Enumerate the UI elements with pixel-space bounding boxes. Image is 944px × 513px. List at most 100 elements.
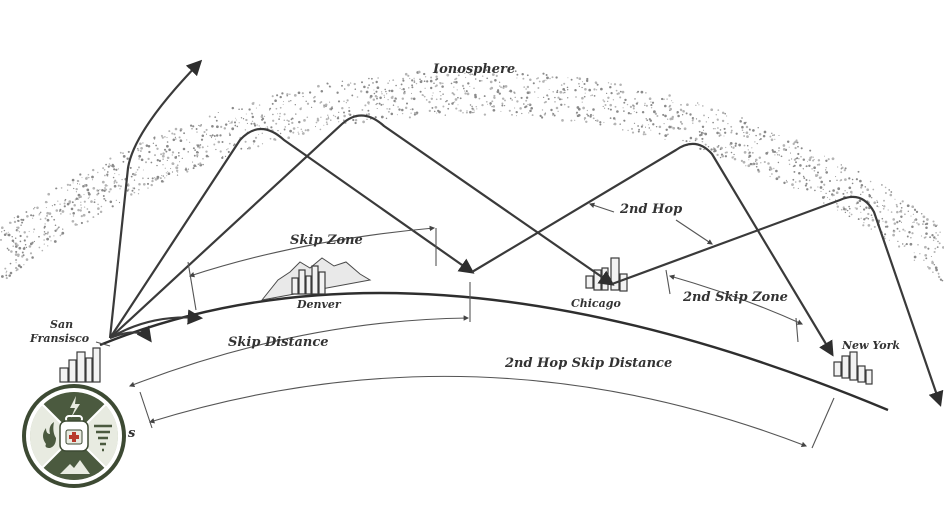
ionosphere-speck xyxy=(375,80,378,84)
ionosphere-speck xyxy=(701,125,705,128)
ionosphere-speck xyxy=(205,150,208,153)
ionosphere-speck xyxy=(733,156,735,158)
ionosphere-speck xyxy=(83,194,85,196)
ionosphere-speck xyxy=(374,116,377,119)
ionosphere-speck xyxy=(351,94,354,97)
ionosphere-speck xyxy=(471,73,473,75)
ionosphere-speck xyxy=(925,257,928,260)
ionosphere-speck xyxy=(139,142,142,146)
ionosphere-speck xyxy=(413,79,416,81)
new-york-label: New York xyxy=(841,339,900,352)
ionosphere-speck xyxy=(544,100,547,103)
ionosphere-speck xyxy=(530,107,533,110)
ionosphere-speck xyxy=(520,96,523,99)
ionosphere-speck xyxy=(596,83,599,86)
ionosphere-speck xyxy=(609,117,612,119)
ionosphere-speck xyxy=(783,181,786,185)
ionosphere-speck xyxy=(270,126,273,129)
ionosphere-speck xyxy=(390,89,394,93)
ionosphere-speck xyxy=(759,137,762,140)
ionosphere-speck xyxy=(529,78,532,82)
ionosphere-speck xyxy=(798,172,801,175)
ionosphere-speck xyxy=(586,109,589,112)
ionosphere-speck xyxy=(537,87,540,89)
ionosphere-speck xyxy=(613,123,615,125)
ionosphere-speck xyxy=(645,104,648,107)
ionosphere-speck xyxy=(651,101,655,104)
ionosphere-speck xyxy=(313,96,315,99)
ionosphere-speck xyxy=(102,167,105,170)
ionosphere-speck xyxy=(873,225,876,228)
ionosphere-speck xyxy=(457,104,459,106)
ionosphere-speck xyxy=(822,188,824,190)
ionosphere-speck xyxy=(57,200,59,202)
ionosphere-speck xyxy=(126,157,129,160)
ionosphere-speck xyxy=(590,95,592,97)
ionosphere-speck xyxy=(442,93,444,95)
ionosphere-speck xyxy=(493,96,496,100)
ionosphere-speck xyxy=(156,175,160,179)
ionosphere-speck xyxy=(175,166,179,170)
ionosphere-speck xyxy=(246,122,248,124)
ionosphere-speck xyxy=(93,201,96,204)
ionosphere-speck xyxy=(633,122,636,124)
ionosphere-speck xyxy=(54,224,57,227)
ionosphere-speck xyxy=(51,205,53,207)
ionosphere-speck xyxy=(211,124,214,128)
ionosphere-speck xyxy=(53,218,56,221)
ionosphere-speck xyxy=(85,177,88,180)
ionosphere-speck xyxy=(931,234,934,237)
ionosphere-speck xyxy=(244,140,247,143)
ionosphere-speck xyxy=(97,171,99,174)
ionosphere-speck xyxy=(59,203,61,205)
ionosphere-speck xyxy=(146,182,150,185)
ionosphere-speck xyxy=(897,240,899,243)
ionosphere-speck xyxy=(181,157,183,160)
ionosphere-speck xyxy=(741,126,743,128)
ionosphere-speck xyxy=(323,124,325,126)
ionosphere-speck xyxy=(57,227,59,230)
ionosphere-speck xyxy=(287,136,291,140)
ionosphere-speck xyxy=(792,142,795,146)
ionosphere-speck xyxy=(165,172,168,174)
ionosphere-speck xyxy=(725,146,727,149)
ionosphere-speck xyxy=(167,171,169,173)
ionosphere-speck xyxy=(844,189,846,192)
ionosphere-speck xyxy=(531,114,534,117)
ionosphere-speck xyxy=(516,100,519,103)
ionosphere-speck xyxy=(465,76,467,79)
ionosphere-speck xyxy=(623,101,626,104)
ionosphere-speck xyxy=(430,76,433,79)
ionosphere-speck xyxy=(925,232,928,235)
ionosphere-speck xyxy=(51,215,53,218)
ionosphere-speck xyxy=(644,102,646,104)
ionosphere-speck xyxy=(215,119,218,122)
ionosphere-speck xyxy=(521,72,524,76)
ionosphere-speck xyxy=(840,168,843,170)
ionosphere-speck xyxy=(464,90,466,92)
ionosphere-speck xyxy=(66,189,69,191)
ionosphere-speck xyxy=(627,112,631,115)
ionosphere-speck xyxy=(442,105,445,108)
ionosphere-speck xyxy=(843,169,846,172)
ionosphere-speck xyxy=(117,184,120,187)
ionosphere-speck xyxy=(179,161,181,163)
ionosphere-speck xyxy=(710,148,713,151)
ionosphere-speck xyxy=(467,82,470,85)
ionosphere-speck xyxy=(448,103,450,105)
ionosphere-speck xyxy=(59,210,61,212)
ionosphere-speck xyxy=(936,246,939,248)
ionosphere-speck xyxy=(97,213,100,215)
ionosphere-speck xyxy=(644,133,647,136)
ionosphere-speck xyxy=(716,153,719,157)
ionosphere-speck xyxy=(635,111,638,114)
ionosphere-speck xyxy=(412,97,416,101)
ionosphere-speck xyxy=(490,86,494,90)
ionosphere-speck xyxy=(898,220,901,223)
ionosphere-speck xyxy=(411,86,414,89)
ionosphere-speck xyxy=(934,266,938,270)
ionosphere-speck xyxy=(33,240,36,243)
ionosphere-speck xyxy=(151,179,154,183)
ionosphere-speck xyxy=(702,129,705,131)
